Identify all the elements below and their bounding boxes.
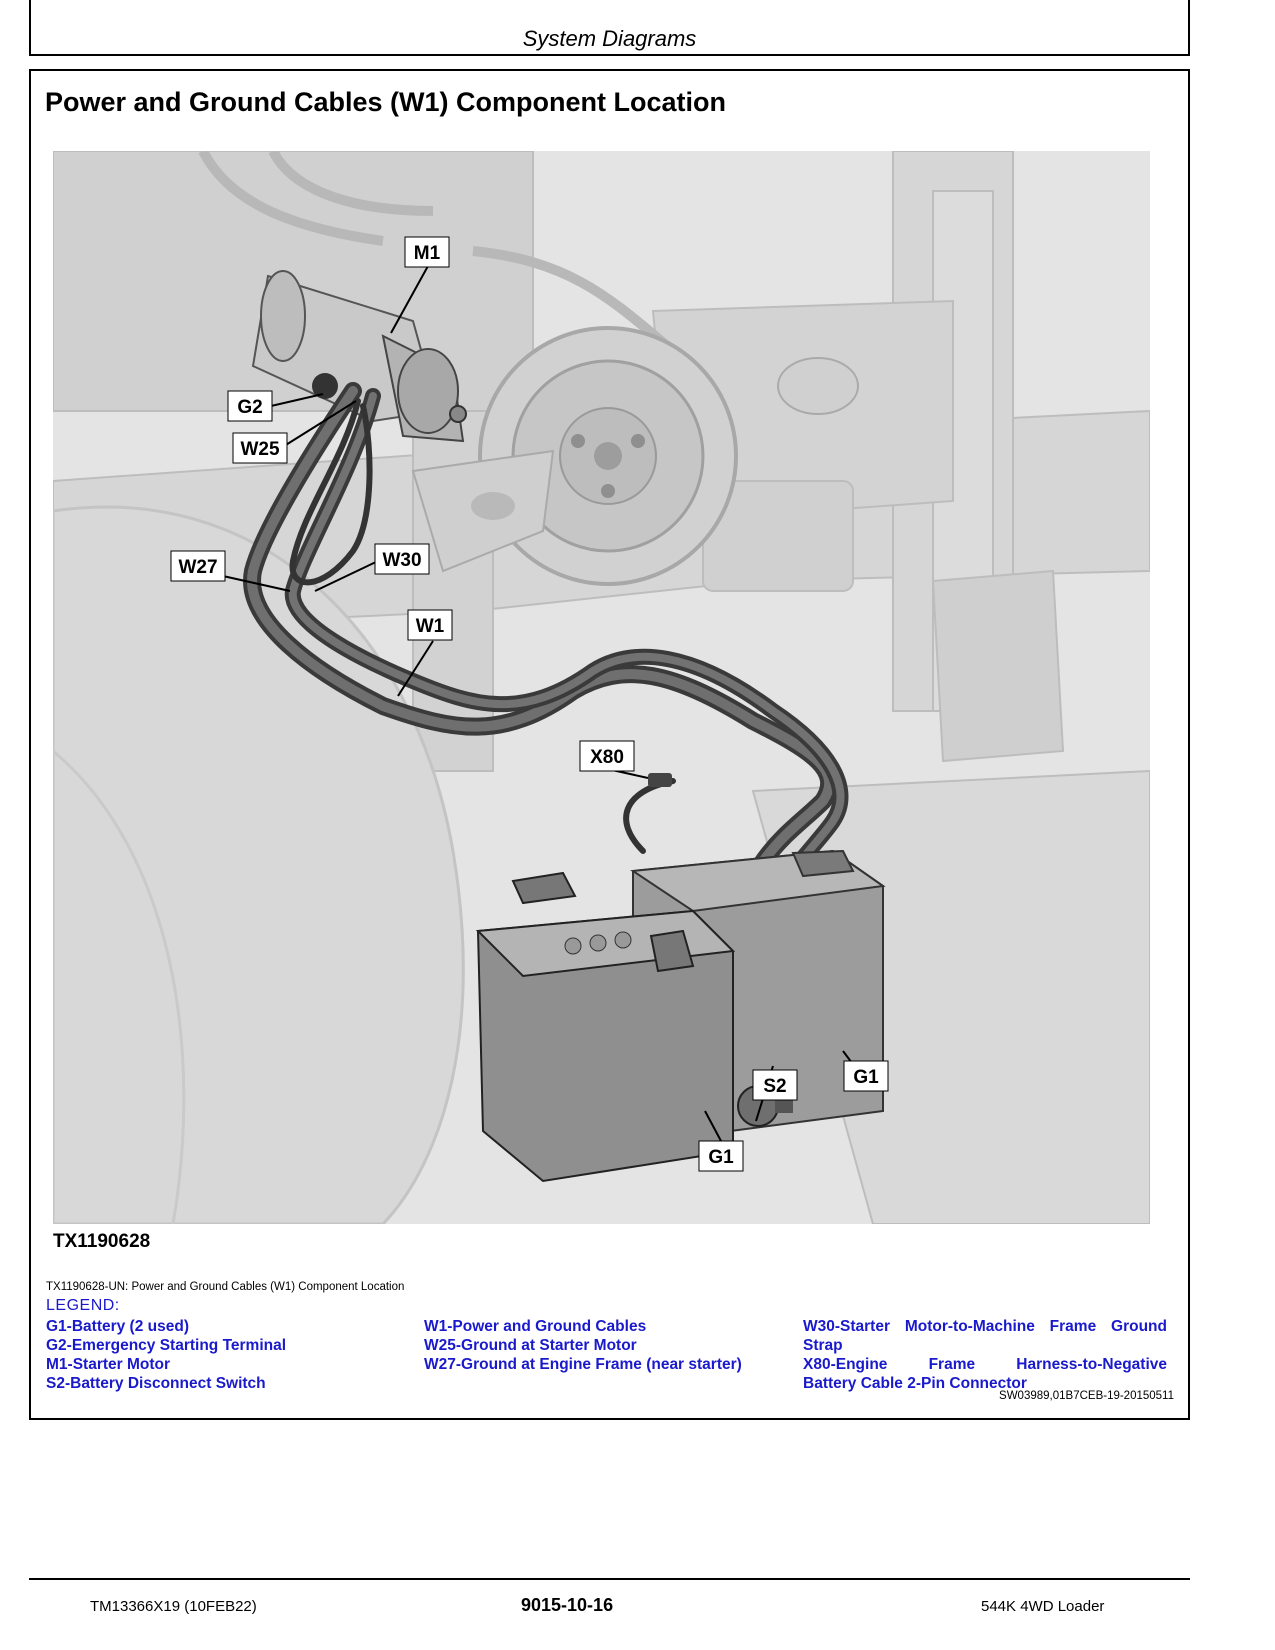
callout-w27-text: W27 (178, 557, 217, 578)
legend-item: Battery Cable 2-Pin Connector (803, 1375, 1027, 1392)
legend-item: W27-Ground at Engine Frame (near starter… (424, 1356, 742, 1373)
callout-w30: W30 (374, 543, 430, 575)
figure-id: TX1190628 (53, 1231, 151, 1252)
callout-g1-right: G1 (843, 1060, 889, 1092)
callout-w30-text: W30 (382, 550, 421, 571)
legend-item: S2-Battery Disconnect Switch (46, 1375, 266, 1392)
figure-caption: TX1190628-UN: Power and Ground Cables (W… (46, 1281, 405, 1293)
document-reference: SW03989,01B7CEB-19-20150511 (999, 1390, 1174, 1402)
engine-piping-illustration (198, 151, 677, 355)
component-location-diagram: M1 G2 W25 W27 W30 W1 (53, 151, 1150, 1224)
callout-g1-right-text: G1 (853, 1067, 879, 1088)
footer-manual-id: TM13366X19 (10FEB22) (90, 1598, 257, 1615)
battery-front-illustration (475, 871, 736, 1183)
callout-leader-lines (222, 265, 859, 1142)
callout-w25-text: W25 (240, 439, 280, 460)
legend-column-1: G1-Battery (2 used) G2-Emergency Startin… (46, 1317, 406, 1393)
footer-model: 544K 4WD Loader (981, 1598, 1105, 1615)
legend-item: G1-Battery (2 used) (46, 1318, 189, 1335)
callout-s2: S2 (752, 1069, 798, 1101)
legend-item: X80-Engine Frame Harness-to-Negative (803, 1356, 1167, 1373)
legend-item: W25-Ground at Starter Motor (424, 1337, 637, 1354)
machine-frame-illustration (53, 151, 1150, 1224)
legend-heading: LEGEND: (46, 1297, 120, 1314)
legend-item: W1-Power and Ground Cables (424, 1318, 647, 1335)
legend-item: M1-Starter Motor (46, 1356, 171, 1373)
content-box: Power and Ground Cables (W1) Component L… (29, 69, 1190, 1420)
legend-item: Strap (803, 1337, 843, 1354)
callout-w27: W27 (170, 550, 226, 582)
page-title: Power and Ground Cables (W1) Component L… (45, 87, 727, 117)
x80-connector-illustration (648, 773, 672, 787)
callout-w25: W25 (232, 432, 288, 464)
callout-x80-text: X80 (590, 747, 624, 768)
footer-rule (29, 1578, 1190, 1580)
cable-harness-illustration (243, 382, 849, 1087)
callout-g2: G2 (227, 390, 273, 422)
legend-item: G2-Emergency Starting Terminal (46, 1337, 287, 1354)
callout-g2-text: G2 (237, 397, 262, 418)
page-header-frame: System Diagrams (29, 0, 1190, 56)
callout-w1: W1 (407, 609, 453, 641)
callout-labels: M1 G2 W25 W27 W30 W1 (170, 236, 889, 1172)
section-header: System Diagrams (522, 26, 697, 51)
legend-item: W30-Starter Motor-to-Machine Frame Groun… (803, 1318, 1167, 1335)
callout-m1-text: M1 (414, 243, 441, 264)
callout-g1-bottom: G1 (698, 1140, 744, 1172)
callout-x80: X80 (579, 740, 635, 772)
callout-g1-bottom-text: G1 (708, 1147, 734, 1168)
footer-page-number: 9015-10-16 (521, 1595, 614, 1615)
legend-column-2: W1-Power and Ground Cables W25-Ground at… (424, 1317, 784, 1374)
callout-w1-text: W1 (416, 616, 445, 637)
legend-column-3: W30-Starter Motor-to-Machine Frame Groun… (803, 1317, 1167, 1393)
callout-s2-text: S2 (763, 1076, 786, 1097)
starter-motor-illustration (251, 270, 467, 443)
callout-m1: M1 (404, 236, 450, 268)
